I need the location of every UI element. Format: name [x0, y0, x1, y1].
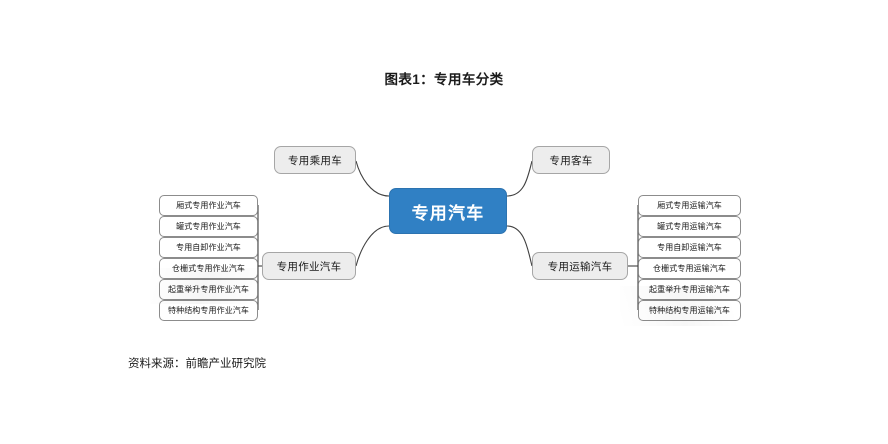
mindmap-branch-passenger[interactable]: 专用乘用车 [274, 146, 356, 174]
mindmap-leaf[interactable]: 专用自卸作业汽车 [159, 237, 258, 258]
connector-root-to-bus [506, 160, 533, 197]
mindmap-branch-transport[interactable]: 专用运输汽车 [532, 252, 628, 280]
source-note: 资料来源：前瞻产业研究院 [128, 358, 266, 370]
mindmap-leaf[interactable]: 厢式专用作业汽车 [159, 195, 258, 216]
page-title: 图表1：专用车分类 [384, 72, 504, 87]
mindmap-leaf[interactable]: 罐式专用作业汽车 [159, 216, 258, 237]
mindmap-root-node[interactable]: 专用汽车 [389, 188, 507, 234]
mindmap-leaf[interactable]: 厢式专用运输汽车 [638, 195, 741, 216]
mindmap-leaf[interactable]: 专用自卸运输汽车 [638, 237, 741, 258]
connector-root-to-work [355, 225, 390, 267]
mindmap-leaf[interactable]: 特种结构专用作业汽车 [159, 300, 258, 321]
connector-root-to-passenger [355, 160, 390, 197]
mindmap-leaf[interactable]: 起重举升专用作业汽车 [159, 279, 258, 300]
mindmap-branch-bus[interactable]: 专用客车 [532, 146, 610, 174]
connector-root-to-transport [506, 225, 533, 267]
mindmap-leaf[interactable]: 仓栅式专用作业汽车 [159, 258, 258, 279]
mindmap-branch-work[interactable]: 专用作业汽车 [262, 252, 356, 280]
mindmap-leaf[interactable]: 特种结构专用运输汽车 [638, 300, 741, 321]
mindmap-leaf[interactable]: 起重举升专用运输汽车 [638, 279, 741, 300]
mindmap-leaf[interactable]: 罐式专用运输汽车 [638, 216, 741, 237]
mindmap-leaf[interactable]: 仓栅式专用运输汽车 [638, 258, 741, 279]
